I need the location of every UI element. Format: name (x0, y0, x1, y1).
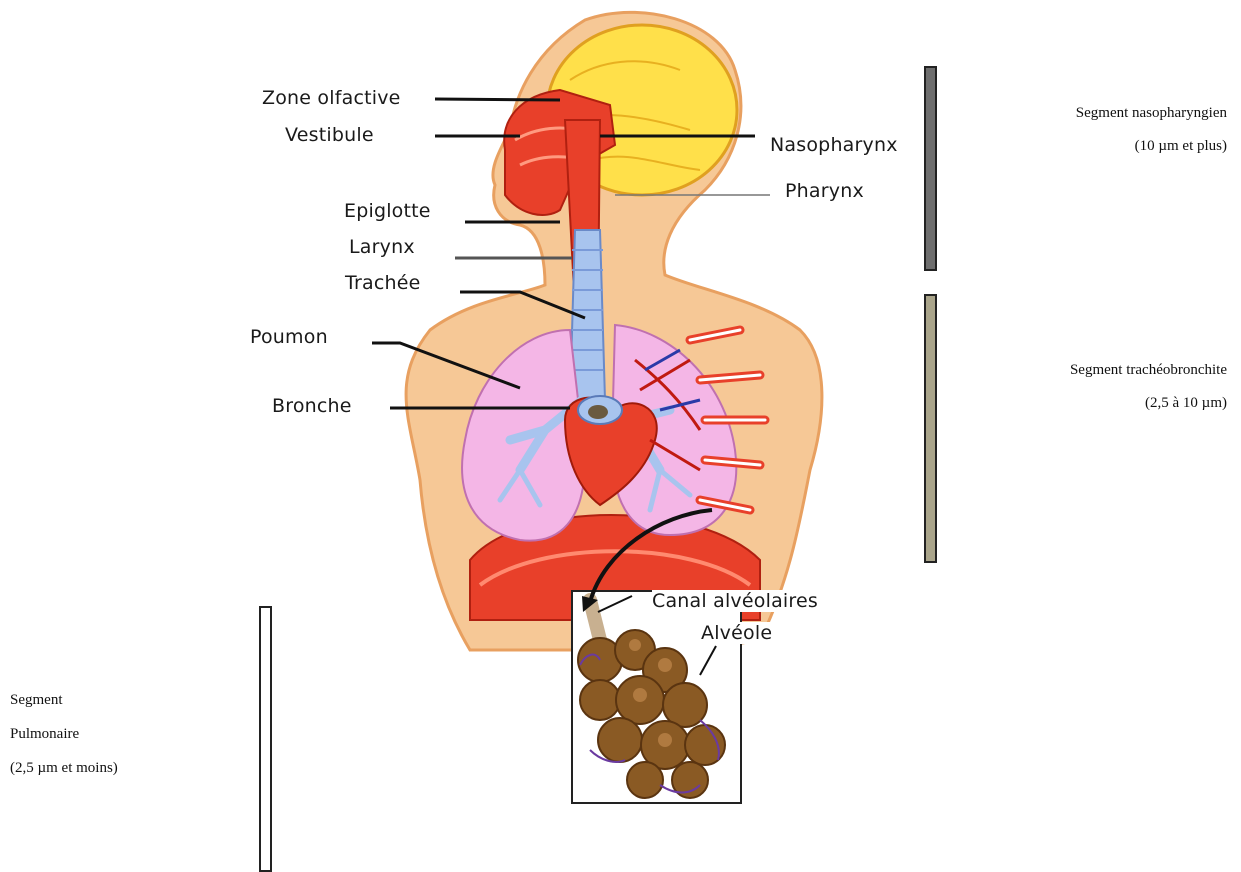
bar-pulmonaire (259, 606, 272, 872)
bar-nasopharyngien (924, 66, 937, 271)
segment-pulmonaire-size: (2,5 µm et moins) (10, 758, 118, 778)
bar-tracheobronchite (924, 294, 937, 563)
label-poumon: Poumon (250, 326, 328, 348)
label-vestibule: Vestibule (285, 124, 374, 146)
label-zone-olfactive: Zone olfactive (262, 87, 401, 109)
segment-tracheobronchite-name: Segment trachéobronchite (1070, 360, 1227, 380)
label-bronche: Bronche (272, 395, 352, 417)
segment-nasopharyngien-size: (10 µm et plus) (1135, 136, 1227, 156)
segment-pulmonaire-line1: Segment (10, 690, 63, 710)
label-nasopharynx: Nasopharynx (770, 134, 898, 156)
label-epiglotte: Epiglotte (344, 200, 431, 222)
label-larynx: Larynx (349, 236, 415, 258)
segment-pulmonaire-line2: Pulmonaire (10, 724, 79, 744)
segment-nasopharyngien-name: Segment nasopharyngien (1076, 103, 1227, 123)
label-pharynx: Pharynx (785, 180, 864, 202)
label-trachee: Trachée (345, 272, 421, 294)
label-alveole: Alvéole (701, 622, 772, 644)
leader-zone-olfactive (435, 99, 560, 100)
segment-tracheobronchite-size: (2,5 à 10 µm) (1145, 393, 1227, 413)
label-canal-alveolaires: Canal alvéolaires (652, 590, 818, 612)
